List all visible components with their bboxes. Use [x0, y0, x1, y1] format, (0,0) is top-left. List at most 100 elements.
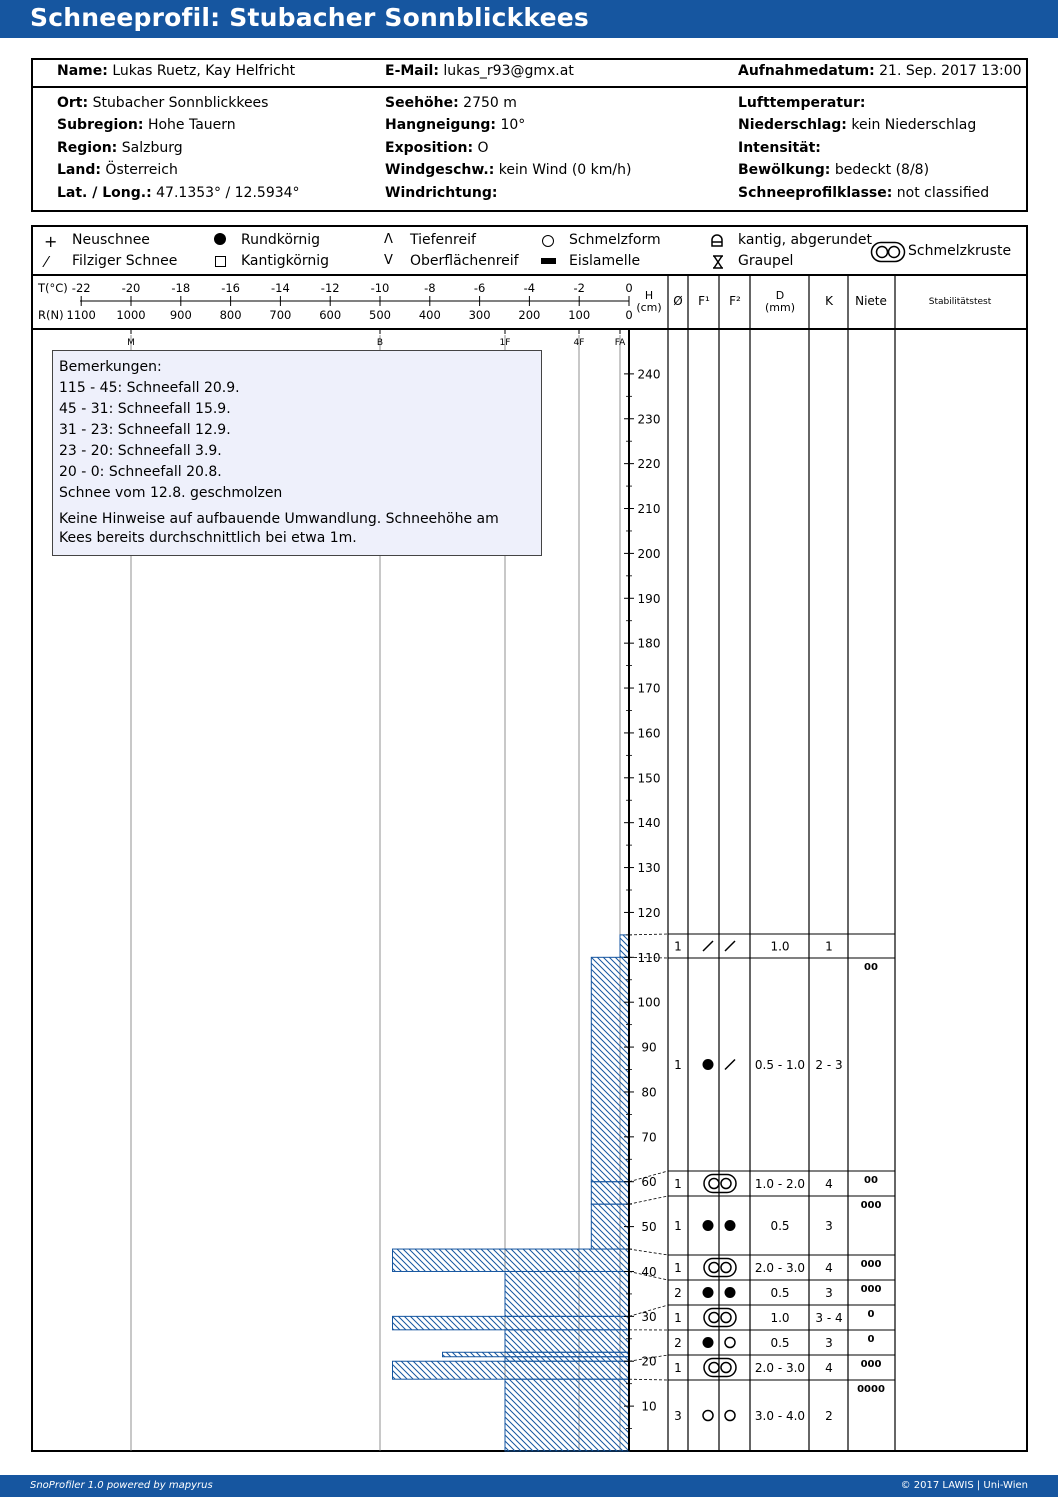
row-k-1: 4	[825, 1361, 833, 1375]
height-label-20: 20	[641, 1355, 656, 1369]
row-k-2: 3	[825, 1336, 833, 1350]
schmelzform-icon-2-f2	[724, 1336, 736, 1349]
t-tick-label--2: -2	[573, 281, 584, 295]
row-niete-7: 00	[864, 1175, 878, 1186]
row-diam-0: 3	[674, 1409, 682, 1423]
field-exposition: Exposition: O	[385, 140, 489, 156]
height-label-50: 50	[641, 1220, 656, 1234]
remark-line-3: 23 - 20: Schneefall 3.9.	[59, 443, 222, 459]
height-label-130: 130	[638, 861, 661, 875]
height-label-230: 230	[638, 412, 661, 426]
name-value: Lukas Ruetz, Kay Helfricht	[112, 63, 296, 79]
legend-graupel: Graupel	[738, 253, 794, 269]
field-date: Aufnahmedatum: 21. Sep. 2017 13:00	[738, 63, 1022, 79]
eislamelle-icon	[541, 258, 556, 264]
field-niederschlag: Niederschlag: kein Niederschlag	[738, 117, 977, 133]
layer-bar-5	[392, 1315, 630, 1331]
layer-bar-0	[504, 1378, 630, 1452]
height-label-40: 40	[641, 1265, 656, 1279]
r-tick-label-500: 500	[369, 308, 391, 322]
remark-line-1: 45 - 31: Schneefall 15.9.	[59, 401, 231, 417]
r-axis-label: R(N)	[38, 308, 64, 322]
height-label-210: 210	[638, 502, 661, 516]
row-connector-3	[628, 1304, 669, 1317]
row-k-8: 2 - 3	[815, 1058, 842, 1072]
row-niete-4: 000	[861, 1284, 882, 1295]
oberflaechenreif-icon: V	[384, 253, 393, 268]
row-connector-0	[628, 1378, 669, 1381]
col-diam-header: Ø	[673, 294, 682, 308]
graupel-icon	[713, 255, 723, 269]
rundkoernig-icon	[214, 233, 226, 245]
legend-rundkoernig: Rundkörnig	[241, 232, 321, 248]
r-tick-label-1000: 1000	[116, 308, 145, 322]
row-connector-1	[628, 1354, 669, 1362]
row-d-3: 1.0	[770, 1311, 789, 1325]
t-tick-label-0: 0	[625, 281, 632, 295]
header-divider	[33, 86, 1026, 88]
r-tick-label-1100: 1100	[67, 308, 96, 322]
layer-bar-2	[504, 1356, 630, 1362]
remark-line-5: Schnee vom 12.8. geschmolzen	[59, 485, 283, 501]
r-tick-label-400: 400	[419, 308, 441, 322]
t-tick-label--22: -22	[72, 281, 91, 295]
height-label-140: 140	[638, 816, 661, 830]
row-k-7: 4	[825, 1177, 833, 1191]
legend-kantig-abgerundet: kantig, abgerundet	[738, 232, 872, 248]
filziger-icon-8-f2	[724, 1058, 736, 1071]
height-label-80: 80	[641, 1085, 656, 1099]
r-tick-label-200: 200	[518, 308, 540, 322]
r-tick-label-700: 700	[269, 308, 291, 322]
row-connector-5	[628, 1248, 669, 1256]
row-diam-8: 1	[674, 1058, 682, 1072]
field-seehoehe: Seehöhe: 2750 m	[385, 95, 517, 111]
row-niete-0: 0000	[857, 1384, 885, 1395]
row-d-7: 1.0 - 2.0	[755, 1177, 805, 1191]
col-d-header: D	[776, 289, 784, 302]
height-label-30: 30	[641, 1310, 656, 1324]
row-niete-8: 00	[864, 962, 878, 973]
legend-filziger: Filziger Schnee	[72, 253, 178, 269]
r-tick-label-100: 100	[568, 308, 590, 322]
t-tick-label--14: -14	[271, 281, 290, 295]
remark-line-0: 115 - 45: Schneefall 20.9.	[59, 380, 240, 396]
col-f1-header: F¹	[698, 294, 710, 308]
filziger-icon: ⁄	[45, 253, 48, 271]
height-label-90: 90	[641, 1041, 656, 1055]
field-hangneigung: Hangneigung: 10°	[385, 117, 526, 133]
row-niete-5: 000	[861, 1259, 882, 1270]
layer-bar-9	[590, 1181, 630, 1205]
filziger-icon-9-f1	[702, 940, 714, 952]
h-label: H	[645, 289, 653, 302]
t-tick-label--16: -16	[221, 281, 240, 295]
row-diam-4: 2	[674, 1286, 682, 1300]
schmelzkruste-icon-7	[703, 1173, 737, 1194]
layer-bar-11	[619, 934, 630, 958]
footer-right: © 2017 LAWIS | Uni-Wien	[900, 1480, 1028, 1491]
height-label-240: 240	[638, 367, 661, 381]
r-tick-label-900: 900	[170, 308, 192, 322]
field-klasse: Schneeprofilklasse: not classified	[738, 185, 990, 201]
row-niete-2: 0	[868, 1334, 875, 1345]
row-k-0: 2	[825, 1409, 833, 1423]
schmelzkruste-icon-5	[703, 1257, 737, 1278]
tiefenreif-icon: Λ	[384, 232, 393, 247]
field-windrichtung: Windrichtung:	[385, 185, 498, 201]
schmelzform-icon	[542, 235, 554, 247]
col-k-header: K	[825, 294, 834, 308]
legend-kantigkoernig: Kantigkörnig	[241, 253, 329, 269]
row-diam-2: 2	[674, 1336, 682, 1350]
col-stab-header: Stabilitätstest	[929, 297, 992, 307]
neuschnee-icon: +	[44, 232, 58, 251]
hardness-label-FA: FA	[615, 338, 626, 348]
field-bewoelkung: Bewölkung: bedeckt (8/8)	[738, 162, 930, 178]
field-windgeschw: Windgeschw.: kein Wind (0 km/h)	[385, 162, 632, 178]
kantigkoernig-icon	[215, 256, 226, 267]
height-label-70: 70	[641, 1130, 656, 1144]
hardness-label-4F: 4F	[574, 338, 585, 348]
rundkoernig-icon-8-f1	[702, 1059, 714, 1070]
t-axis-label: T(°C)	[37, 281, 68, 295]
legend-schmelzform: Schmelzform	[569, 232, 661, 248]
schmelzkruste-icon-3	[703, 1307, 737, 1328]
footer-left: SnoProfiler 1.0 powered by mapyrus	[30, 1480, 213, 1491]
